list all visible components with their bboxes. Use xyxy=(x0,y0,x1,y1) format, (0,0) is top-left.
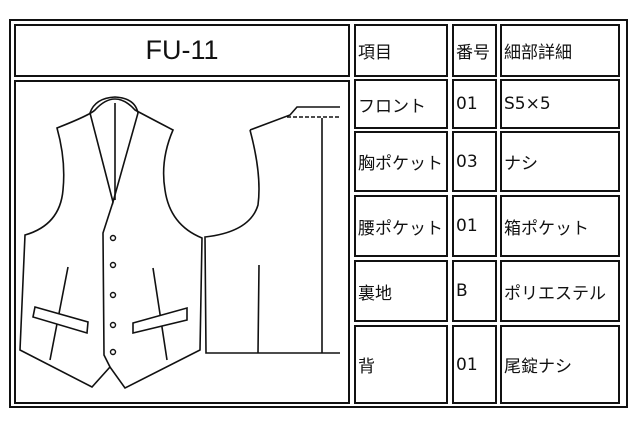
row-number: 01 xyxy=(452,325,497,404)
row-number: 01 xyxy=(452,195,497,257)
row-detail: ナシ xyxy=(500,131,620,192)
row-detail: ポリエステル xyxy=(500,260,620,322)
row-item: 裏地 xyxy=(354,260,448,322)
header-item: 項目 xyxy=(354,24,448,77)
row-item: フロント xyxy=(354,79,448,129)
row-detail: S5×5 xyxy=(500,79,620,129)
row-detail: 尾錠ナシ xyxy=(500,325,620,404)
header-detail: 細部詳細 xyxy=(500,24,620,77)
row-number: 01 xyxy=(452,79,497,129)
model-code: FU-11 xyxy=(14,24,350,77)
header-number: 番号 xyxy=(452,24,497,77)
row-item: 腰ポケット xyxy=(354,195,448,257)
row-number: 03 xyxy=(452,131,497,192)
row-item: 背 xyxy=(354,325,448,404)
row-item: 胸ポケット xyxy=(354,131,448,192)
vest-drawing-panel xyxy=(14,80,350,404)
vest-front-drawing xyxy=(19,96,203,390)
row-number: B xyxy=(452,260,497,322)
row-detail: 箱ポケット xyxy=(500,195,620,257)
vest-back-drawing xyxy=(204,106,340,354)
spec-sheet-frame xyxy=(9,19,628,408)
